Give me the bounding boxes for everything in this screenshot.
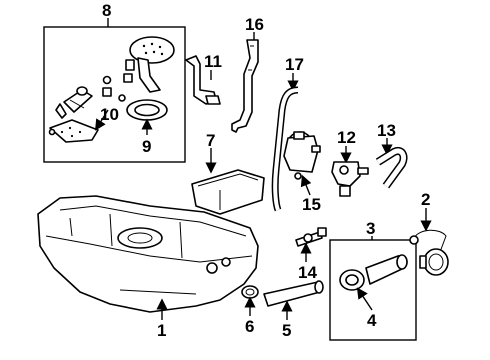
callout-1: 1 <box>157 321 166 340</box>
part-6-grommet <box>241 285 259 316</box>
callout-11: 11 <box>204 52 222 71</box>
part-11-sender-bracket <box>185 55 221 105</box>
part-16-tank-strap <box>231 32 259 133</box>
callout-9: 9 <box>142 137 151 156</box>
group-8-box <box>43 26 186 163</box>
callout-3: 3 <box>366 219 375 238</box>
fuel-strainer <box>49 119 99 143</box>
part-2-fuel-cap <box>409 208 449 276</box>
filler-hose <box>263 281 321 307</box>
valve-stem <box>339 185 351 197</box>
part-5-filler-hose <box>263 280 324 320</box>
part-17-vapor-hose <box>271 73 299 212</box>
canister-port <box>293 131 305 140</box>
callout-17: 17 <box>285 55 304 74</box>
filler-neck-flange-inner <box>345 274 359 286</box>
callout-8: 8 <box>102 1 111 20</box>
vapor-hose <box>273 88 299 211</box>
canister-bolt <box>294 172 302 180</box>
part-1-fuel-tank <box>37 195 259 320</box>
pump-washer <box>118 94 126 102</box>
vent-line-fitting <box>317 227 327 237</box>
pump-gasket-inner <box>134 103 160 117</box>
callout-16: 16 <box>245 15 264 34</box>
fuel-cap-tether-ring <box>409 235 419 245</box>
callout-13: 13 <box>377 121 396 140</box>
fuel-tank-sender-opening <box>117 227 163 249</box>
leader-4 <box>356 287 373 311</box>
strainer-clip <box>48 128 56 136</box>
fuel-cap-grip <box>419 255 427 269</box>
filler-neck-group <box>329 236 417 341</box>
pump-fitting-mid <box>123 73 133 83</box>
part-12-valve <box>331 146 369 197</box>
tank-strap <box>231 39 259 133</box>
valve-cap <box>339 165 349 175</box>
fuel-pump-body <box>63 89 93 113</box>
callout-2: 2 <box>421 190 430 209</box>
fuel-tank-body <box>37 195 259 313</box>
sender-connector <box>205 95 221 105</box>
grommet <box>241 285 259 299</box>
fuel-pump-inlet <box>55 103 67 119</box>
pump-clip <box>102 87 112 97</box>
filler-hose-end <box>314 280 324 294</box>
callout-12: 12 <box>337 128 356 147</box>
group-3-box <box>329 239 417 341</box>
canister-side-port <box>311 145 321 153</box>
callout-5: 5 <box>282 321 291 340</box>
part-14-vent-line <box>295 227 327 262</box>
callout-6: 6 <box>245 317 254 336</box>
pump-fitting-top <box>125 59 135 71</box>
pump-cover-plate <box>129 36 175 64</box>
callout-15: 15 <box>302 195 321 214</box>
part-15-canister <box>283 131 321 196</box>
fuel-pump-outlet <box>76 86 88 96</box>
vent-line-clamp <box>303 233 313 243</box>
part-13-hose <box>375 138 408 189</box>
callout-14: 14 <box>298 263 317 282</box>
pump-bracket <box>137 57 161 93</box>
connector-hose <box>376 148 407 188</box>
leader-10 <box>95 109 109 131</box>
callout-10: 10 <box>100 105 119 124</box>
heat-shield <box>191 169 265 215</box>
leader-15 <box>300 174 312 196</box>
callout-4: 4 <box>367 311 377 330</box>
fuel-cap <box>423 248 449 276</box>
canister-shell <box>283 135 319 173</box>
fuel-tank-fitting <box>206 262 218 274</box>
part-7-heat-shield <box>191 148 265 215</box>
valve-port <box>357 167 369 175</box>
callout-7: 7 <box>206 131 215 150</box>
fuel-pump-assembly-group <box>43 18 186 163</box>
filler-neck-mouth <box>396 254 408 270</box>
fuel-tank-fitting-2 <box>221 257 231 267</box>
pump-clip-ring <box>102 75 112 85</box>
